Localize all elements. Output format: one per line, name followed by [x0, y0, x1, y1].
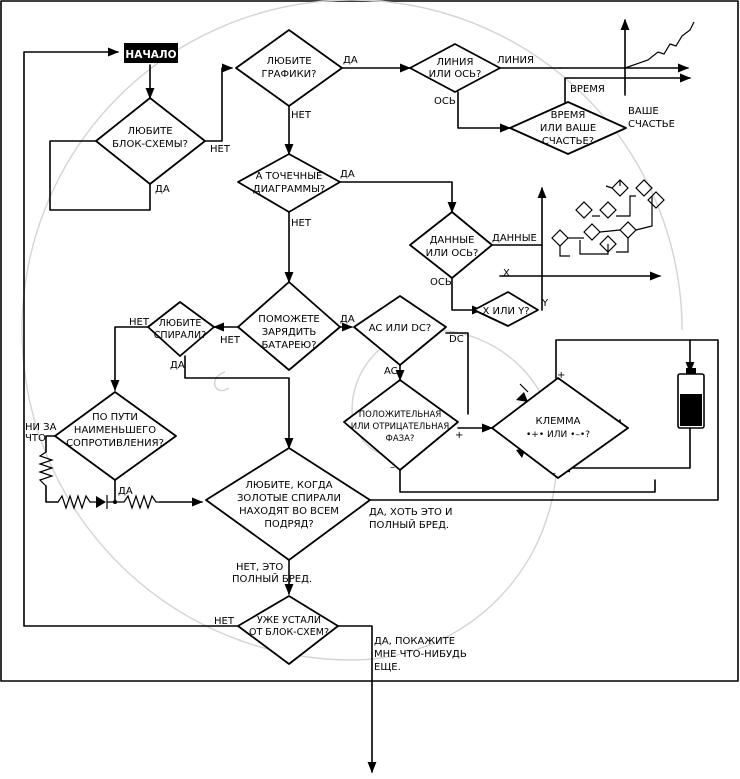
least-resistance-yes-label: ДА [118, 486, 133, 497]
resistor-network [38, 451, 160, 510]
phase-q-line1: ПОЛОЖИТЕЛЬНАЯ [359, 410, 442, 420]
diamond-golden-spirals [205, 447, 371, 561]
time-label: ВРЕМЯ [570, 84, 605, 95]
golden-q-line1: ЛЮБИТЕ, КОГДА [245, 480, 332, 491]
line-axis-q-line1: ЛИНИЯ [437, 57, 474, 68]
charge-q-line3: БАТАРЕЮ? [261, 340, 316, 351]
diamond-data-axis [409, 211, 493, 279]
terminal-q-line2: •+• ИЛИ •–•? [526, 430, 590, 440]
flowcharts-yes-label: ДА [155, 184, 170, 195]
tired-q-line1: УЖЕ УСТАЛИ [257, 615, 321, 626]
spirals-yes-label: ДА [170, 360, 185, 371]
start-label: НАЧАЛО [125, 49, 176, 61]
diamond-spirals [147, 301, 215, 357]
least-resistance-q-line1: ПО ПУТИ [92, 412, 138, 423]
charge-yes-label: ДА [340, 314, 355, 325]
diamond-charge [237, 281, 341, 371]
tired-q-line2: ОТ БЛОК-СХЕМ? [249, 627, 329, 638]
happiness-label-2: СЧАСТЬЕ [628, 119, 675, 130]
least-resistance-q-line3: СОПРОТИВЛЕНИЯ? [66, 438, 164, 449]
show-more-label-1: ДА, ПОКАЖИТЕ [374, 636, 455, 647]
golden-q-line2: ЗОЛОТЫЕ СПИРАЛИ [237, 493, 341, 504]
data-axis-q-line1: ДАННЫЕ [430, 235, 475, 246]
x-y-q: X ИЛИ Y? [482, 306, 529, 317]
x-axis-label: X [503, 268, 510, 279]
diamond-x-y [473, 291, 539, 327]
no-nonsense-label-2: ПОЛНЫЙ БРЕД. [232, 572, 312, 585]
tired-no-label: НЕТ [214, 616, 235, 627]
axis-label-top: ОСЬ [434, 96, 456, 107]
spirals-no-label: НЕТ [129, 317, 150, 328]
yes-nonsense-label-2: ПОЛНЫЙ БРЕД. [369, 518, 449, 531]
charge-q-line1: ПОМОЖЕТЕ [258, 314, 319, 325]
diamond-phase [343, 379, 459, 471]
diamond-tired [237, 595, 339, 665]
time-happiness-q-line2: ИЛИ ВАШЕ [540, 123, 596, 134]
not-at-all-label-1: НИ ЗА [25, 422, 57, 433]
not-at-all-label-2: ЧТО [25, 433, 46, 444]
scatter-chart-icon [499, 179, 665, 311]
connectors [23, 47, 719, 774]
flowcharts-q-line2: БЛОК-СХЕМЫ? [112, 139, 188, 150]
diamond-least-resistance [54, 391, 177, 481]
golden-q-line3: НАХОДЯТ ВО ВСЕМ [239, 506, 339, 517]
phase-q-line3: ФАЗА? [386, 434, 415, 444]
line-axis-q-line2: ИЛИ ОСЬ? [429, 69, 482, 80]
start-box [124, 43, 178, 63]
golden-spiral [21, 0, 683, 661]
yes-nonsense-label-1: ДА, ХОТЬ ЭТО И [369, 507, 453, 518]
dc-label: DC [449, 334, 464, 345]
spirals-q-line1: ЛЮБИТЕ [159, 318, 202, 329]
graphs-q-line2: ГРАФИКИ? [262, 69, 317, 80]
phase-q-line2: ИЛИ ОТРИЦАТЕЛЬНАЯ [351, 422, 450, 432]
charge-q-line2: ЗАРЯДИТЬ [262, 327, 317, 338]
show-more-label-2: МНЕ ЧТО-НИБУДЬ [374, 649, 467, 660]
bridge-plus-label: + [557, 370, 565, 381]
least-resistance-q-line2: НАИМЕНЬШЕГО [74, 425, 156, 436]
no-nonsense-label-1: НЕТ, ЭТО [236, 562, 283, 573]
graphs-no-label: НЕТ [291, 110, 312, 121]
graphs-q-line1: ЛЮБИТЕ [266, 56, 311, 67]
spirals-q-line2: СПИРАЛИ? [154, 330, 206, 341]
diamond-scatter [237, 153, 341, 213]
flowcharts-q-line1: ЛЮБИТЕ [127, 126, 172, 137]
terminal-q-line1: КЛЕММА [535, 416, 580, 427]
scatter-q-line1: А ТОЧЕЧНЫЕ [256, 171, 323, 182]
diamond-terminal [491, 377, 629, 479]
scatter-q-line2: ДИАГРАММЫ? [253, 184, 326, 195]
time-happiness-q-line1: ВРЕМЯ [551, 110, 586, 121]
ac-label: AC [384, 366, 398, 377]
charge-no-label: НЕТ [220, 335, 241, 346]
y-axis-label: Y [541, 298, 549, 309]
diamond-time-happiness [509, 101, 627, 155]
scatter-no-label: НЕТ [291, 218, 312, 229]
graphs-yes-label: ДА [343, 55, 358, 66]
diamond-graphs [235, 29, 343, 107]
line-chart-icon [559, 18, 695, 96]
data-label: ДАННЫЕ [492, 233, 537, 244]
bridge-minus-label: – [551, 468, 556, 479]
scatter-yes-label: ДА [340, 169, 355, 180]
axis-label-mid: ОСЬ [430, 277, 452, 288]
diamond-line-axis [409, 43, 501, 93]
golden-q-line4: ПОДРЯД? [264, 519, 313, 530]
happiness-label-1: ВАШЕ [628, 106, 659, 117]
phase-plus-label: + [455, 430, 463, 441]
diamond-ac-dc [353, 295, 447, 366]
flowcharts-no-label: НЕТ [210, 144, 231, 155]
show-more-label-3: ЕЩЕ. [374, 662, 401, 673]
battery-icon [677, 368, 705, 429]
phase-minus-label: – [390, 462, 395, 473]
data-axis-q-line2: ИЛИ ОСЬ? [426, 248, 479, 259]
line-label: ЛИНИЯ [497, 55, 534, 66]
ac-dc-q: AC ИЛИ DC? [369, 323, 431, 334]
diamond-flowcharts [95, 97, 206, 185]
time-happiness-q-line3: СЧАСТЬЕ? [542, 136, 594, 147]
